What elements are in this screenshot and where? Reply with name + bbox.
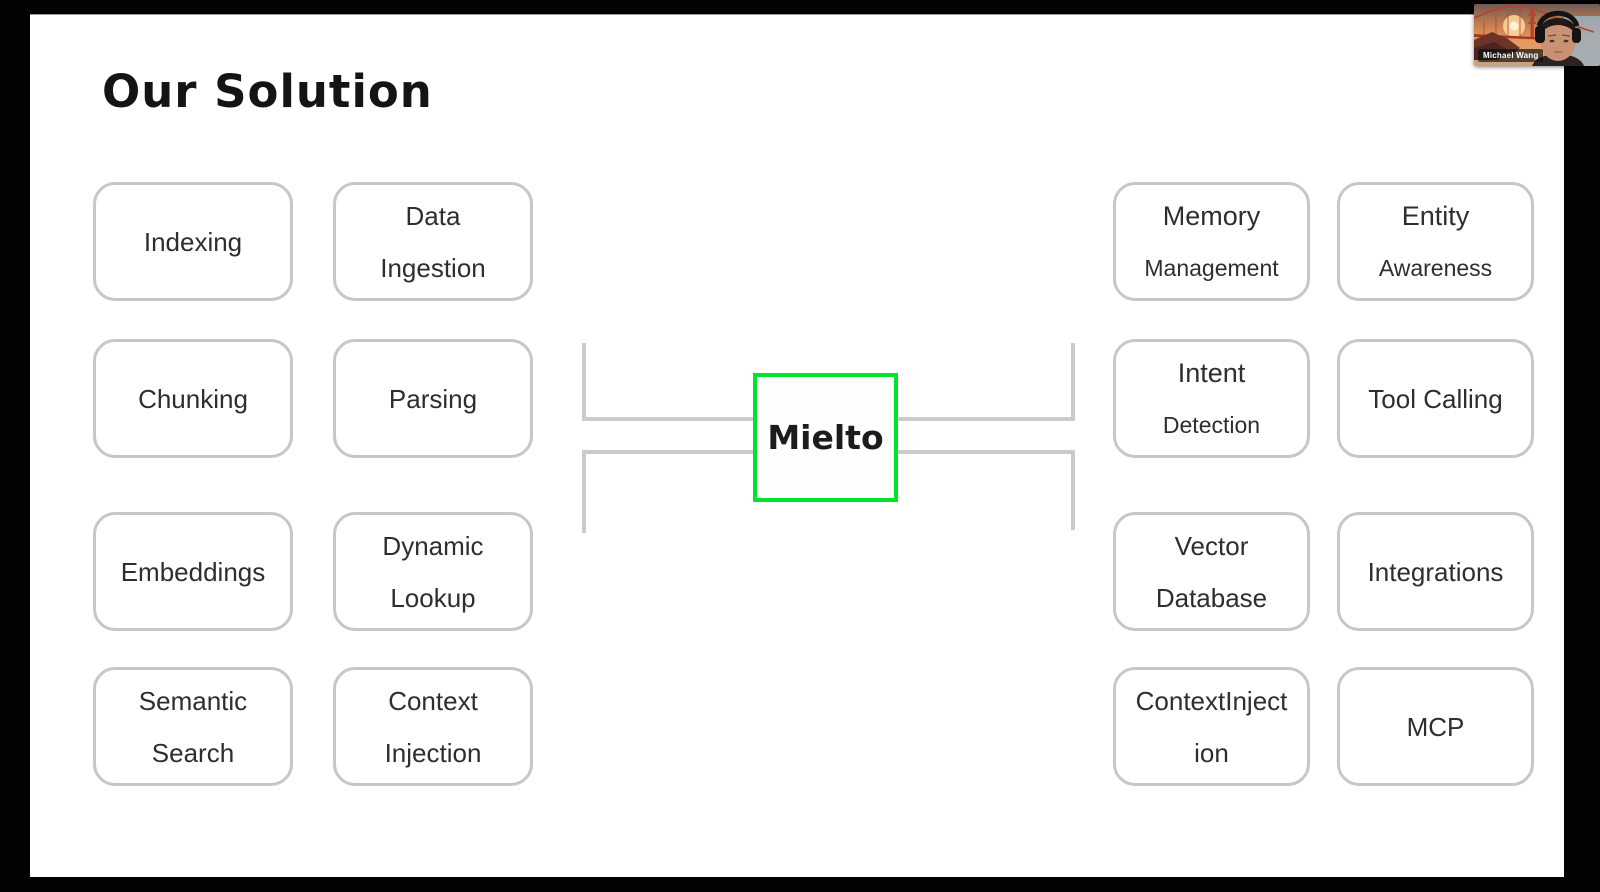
page-title: Our Solution (102, 65, 433, 118)
feature-box-indexing: Indexing (93, 182, 293, 301)
feature-box-label: Vector (1174, 530, 1249, 561)
feature-box-label: Entity (1401, 200, 1470, 231)
feature-box-label: Ingestion (380, 252, 486, 283)
feature-box-label: ContextInject (1135, 685, 1288, 716)
feature-box-label: Memory (1162, 200, 1261, 231)
feature-box-chunking: Chunking (93, 339, 293, 458)
feature-box-label: Detection (1162, 411, 1261, 438)
connector-right-top-horizontal (898, 417, 1071, 421)
feature-box-label: Search (151, 737, 235, 768)
feature-box-label: Tool Calling (1368, 383, 1503, 414)
participant-name-label: Michael Wang (1478, 49, 1544, 62)
feature-box-label: Context (388, 685, 478, 716)
feature-box-label: MCP (1406, 711, 1465, 742)
connector-left-top-vertical (582, 343, 586, 421)
webcam-thumbnail[interactable]: Michael Wang (1474, 4, 1600, 66)
feature-box-label: Management (1144, 254, 1279, 281)
connector-left-bottom-horizontal (582, 450, 753, 454)
connector-left-bottom-vertical (582, 450, 586, 533)
feature-box-embeddings: Embeddings (93, 512, 293, 631)
feature-box-label: Intent (1177, 357, 1246, 388)
feature-box-label: Parsing (388, 383, 478, 414)
connector-right-top-vertical (1071, 343, 1075, 421)
center-box-mielto: Mielto (753, 373, 898, 502)
feature-box-label: ion (1194, 737, 1229, 768)
feature-box-label: Integrations (1367, 556, 1504, 587)
participant-avatar (1532, 10, 1584, 66)
feature-box-label: Chunking (138, 383, 248, 414)
feature-box-label: Dynamic (382, 530, 484, 561)
connector-right-bottom-vertical (1071, 450, 1075, 530)
feature-box-integrations: Integrations (1337, 512, 1534, 631)
feature-box-label: Embeddings (120, 556, 266, 587)
feature-box-label: Database (1155, 582, 1268, 613)
feature-box-tool-calling: Tool Calling (1337, 339, 1534, 458)
feature-box-label: Semantic (138, 685, 248, 716)
feature-box-label: Injection (384, 737, 482, 768)
feature-box-label: Data (405, 200, 461, 231)
feature-box-label: Awareness (1378, 254, 1493, 281)
connector-left-top-horizontal (582, 417, 753, 421)
feature-box-contextinject-ion: ContextInject ion (1113, 667, 1310, 786)
feature-box-label: Lookup (390, 582, 476, 613)
feature-box-mcp: MCP (1337, 667, 1534, 786)
feature-box-label: Indexing (143, 226, 243, 257)
connector-right-bottom-horizontal (898, 450, 1071, 454)
feature-box-parsing: Parsing (333, 339, 533, 458)
